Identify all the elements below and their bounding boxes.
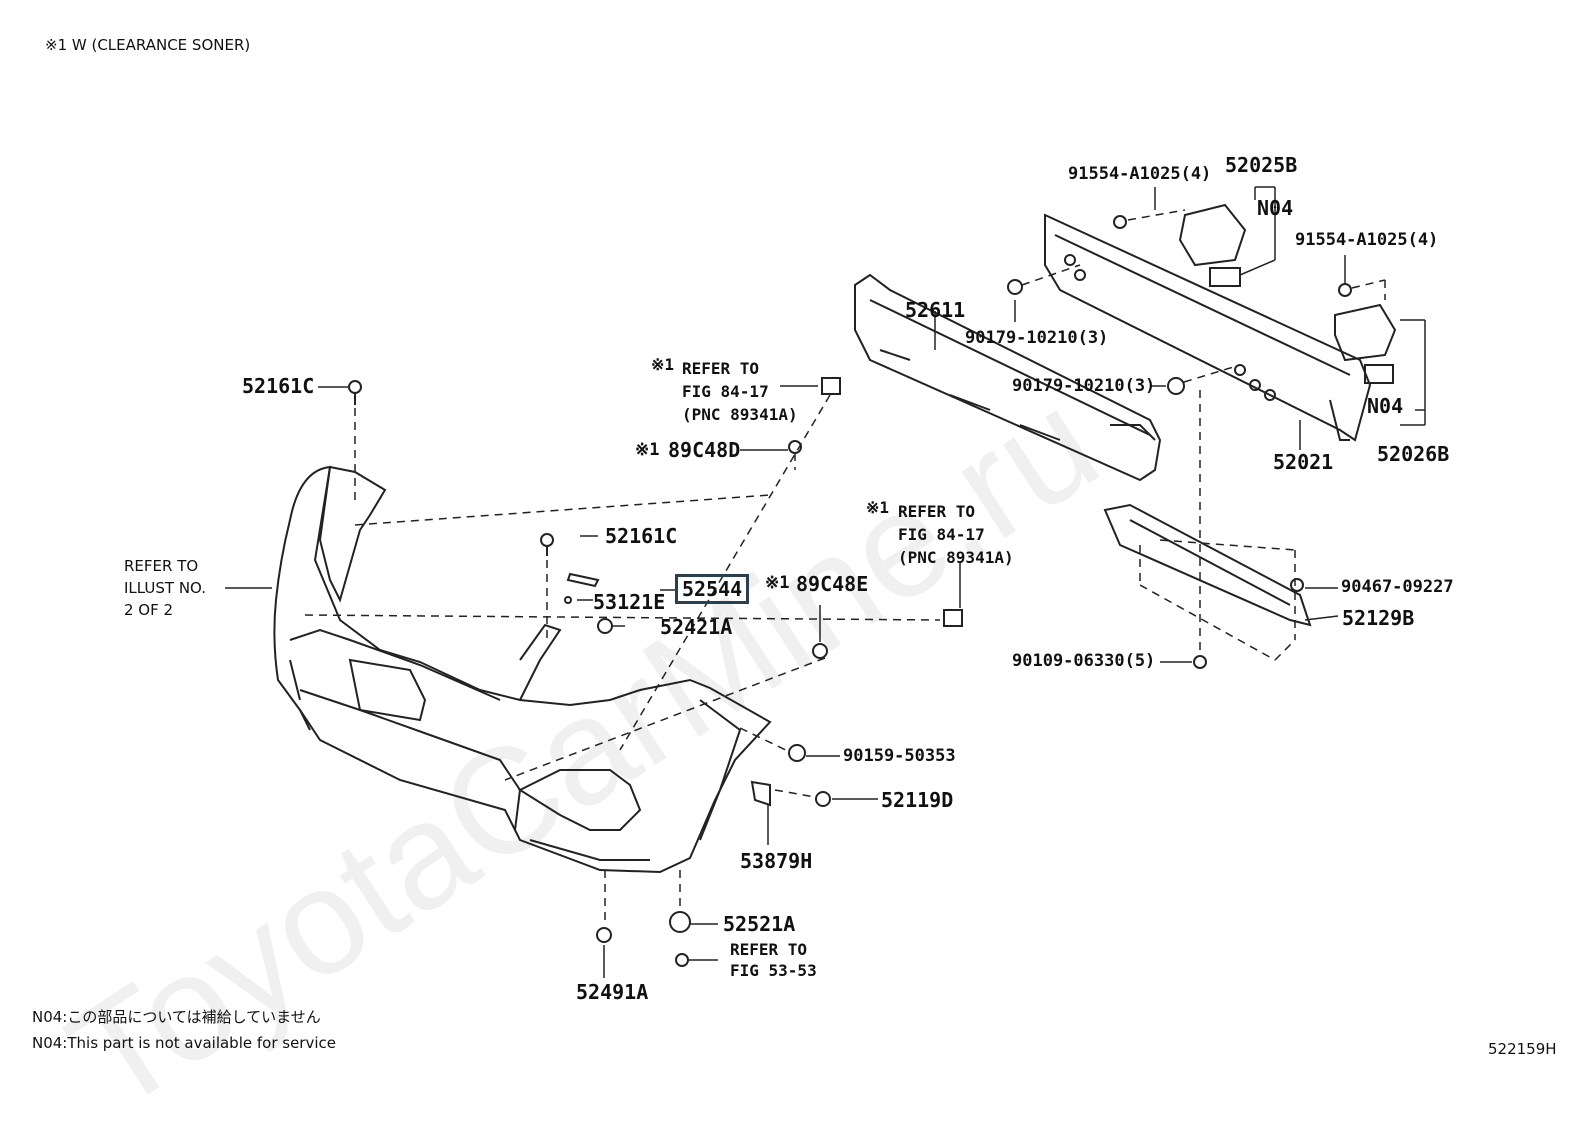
retainer-drawing bbox=[1103, 503, 1312, 627]
absorber-drawing bbox=[854, 273, 1162, 482]
part-52161c-mid[interactable]: 52161C bbox=[605, 524, 678, 548]
part-90467-09227[interactable]: 90467-09227 bbox=[1341, 577, 1454, 597]
fasteners bbox=[348, 215, 1352, 967]
refer-fig-84-17-upper[interactable]: REFER TO FIG 84-17 (PNC 89341A) bbox=[682, 359, 798, 425]
part-52161c-top[interactable]: 52161C bbox=[242, 374, 315, 398]
bumper-cover-drawing bbox=[273, 465, 772, 874]
ref-mark-1: ※1 bbox=[651, 355, 675, 374]
note-clearance-sonar: ※1 W (CLEARANCE SONER) bbox=[45, 36, 251, 54]
part-52521a[interactable]: 52521A bbox=[723, 912, 796, 936]
part-89c48d[interactable]: 89C48D bbox=[668, 438, 741, 462]
part-52119d[interactable]: 52119D bbox=[881, 788, 954, 812]
part-91554-a1025-right[interactable]: 91554-A1025(4) bbox=[1295, 230, 1439, 250]
bracket-drawings bbox=[1178, 203, 1397, 384]
part-89c48e[interactable]: 89C48E bbox=[796, 572, 869, 596]
refer-illust-2-of-2[interactable]: REFER TO ILLUST NO. 2 OF 2 bbox=[124, 557, 207, 619]
part-90179-10210-lower[interactable]: 90179-10210(3) bbox=[1012, 376, 1156, 396]
part-91554-a1025-left[interactable]: 91554-A1025(4) bbox=[1068, 164, 1212, 184]
part-52026b[interactable]: 52026B bbox=[1377, 442, 1450, 466]
part-53879h[interactable]: 53879H bbox=[740, 849, 813, 873]
part-52544-highlighted[interactable]: 52544 bbox=[675, 574, 750, 604]
diagram-artwork bbox=[225, 186, 1426, 978]
part-52129b[interactable]: 52129B bbox=[1342, 606, 1415, 630]
part-90159-50353[interactable]: 90159-50353 bbox=[843, 746, 956, 766]
ref-mark-89c48e: ※1 bbox=[765, 573, 790, 593]
figure-id: 522159H bbox=[1488, 1040, 1557, 1058]
part-90109-06330[interactable]: 90109-06330(5) bbox=[1012, 651, 1156, 671]
note-n04-english: N04:This part is not available for servi… bbox=[32, 1034, 336, 1052]
part-52491a[interactable]: 52491A bbox=[576, 980, 649, 1004]
note-n04-japanese: N04:この部品については補給していません bbox=[32, 1008, 321, 1026]
note-n04-lower: N04 bbox=[1367, 394, 1404, 418]
part-52421a[interactable]: 52421A bbox=[660, 615, 733, 639]
part-52025b[interactable]: 52025B bbox=[1225, 153, 1298, 177]
ref-mark-89c48d: ※1 bbox=[635, 440, 660, 460]
refer-fig-84-17-lower[interactable]: REFER TO FIG 84-17 (PNC 89341A) bbox=[898, 502, 1014, 568]
note-n04-upper: N04 bbox=[1257, 196, 1294, 220]
parts-diagram: ToyotaCarMine.ru bbox=[32, 36, 1557, 1143]
part-52611[interactable]: 52611 bbox=[905, 298, 966, 322]
refer-fig-53-53[interactable]: REFER TO FIG 53-53 bbox=[730, 940, 817, 980]
ref-mark-2: ※1 bbox=[866, 498, 890, 517]
part-53121e[interactable]: 53121E bbox=[593, 590, 666, 614]
part-52021[interactable]: 52021 bbox=[1273, 450, 1334, 474]
part-90179-10210-upper[interactable]: 90179-10210(3) bbox=[965, 328, 1109, 348]
